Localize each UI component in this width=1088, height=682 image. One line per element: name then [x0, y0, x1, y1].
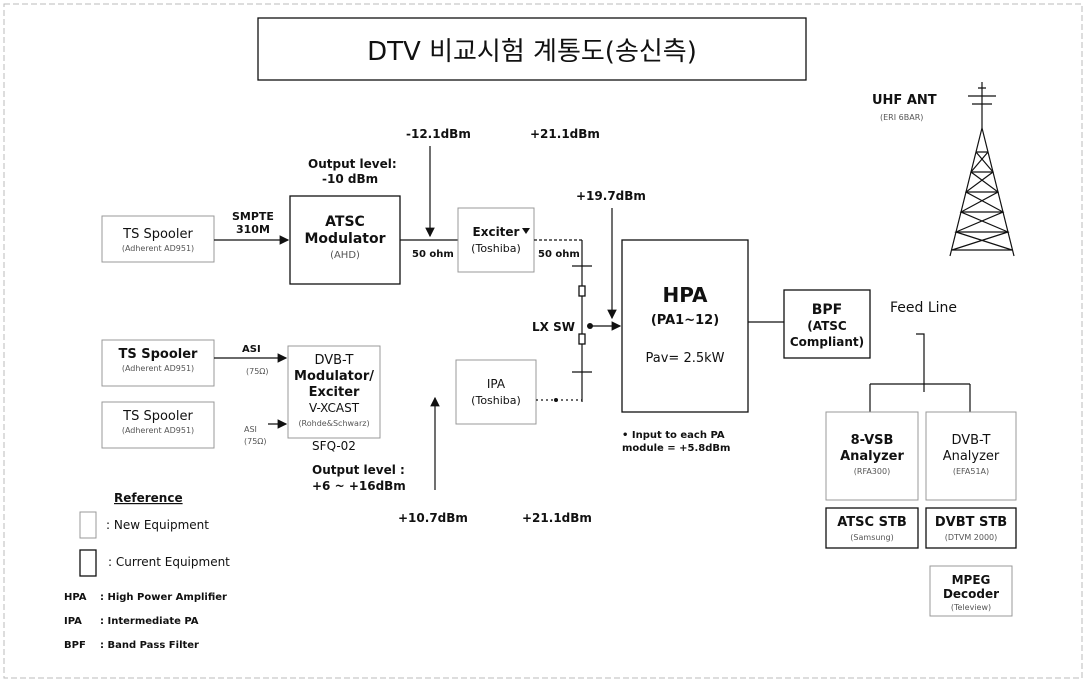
ts-spooler-1-label: TS Spooler: [122, 227, 193, 242]
mpeg-decoder-line1: MPEG: [952, 573, 991, 587]
ohm-1-label: 50 ohm: [412, 249, 454, 260]
ts-spooler-1-sub: (Adherent AD951): [122, 244, 194, 253]
atsc-mod-line2: Modulator: [305, 231, 386, 247]
ts-spooler-3-sub: (Adherent AD951): [122, 426, 194, 435]
switch-contact-top-icon: [578, 285, 586, 297]
feed-line-drop: [916, 333, 925, 384]
ts-spooler-1-box: [101, 215, 215, 263]
dvbt-analyzer-line1: DVB-T: [951, 433, 990, 448]
hpa-power: Pav= 2.5kW: [646, 351, 725, 366]
feed-line-label: Feed Line: [890, 300, 957, 316]
uhf-ant-label: UHF ANT: [872, 93, 937, 108]
dvbt-stb-sub: (DTVM 2000): [945, 533, 998, 542]
dvbt-mod-line3: Exciter: [309, 385, 360, 400]
bpf-line2: (ATSC: [807, 319, 847, 333]
ts-spooler-2-label: TS Spooler: [119, 347, 199, 362]
lx-sw-label: LX SW: [532, 320, 575, 334]
atsc-stb-label: ATSC STB: [837, 515, 907, 530]
level-p10-label: +10.7dBm: [398, 511, 468, 525]
dvbt-analyzer-line2: Analyzer: [943, 449, 1000, 464]
smpte-label: SMPTE: [232, 210, 274, 223]
atsc-stb-sub: (Samsung): [850, 533, 893, 542]
page-frame: [3, 3, 1083, 679]
bpf-line3: Compliant): [790, 335, 864, 349]
legend-new-swatch: [79, 511, 97, 539]
marker-triangle-icon: [522, 228, 530, 234]
dvbt-stb-label: DVBT STB: [935, 515, 1007, 530]
abbr-hpa-key: HPA: [64, 592, 87, 603]
bpf-box: [783, 289, 871, 359]
dvbt-mod-sub: (Rohde&Schwarz): [298, 419, 369, 428]
out-level-2-val: +6 ~ +16dBm: [312, 479, 406, 493]
antenna-tower-icon: [949, 82, 1015, 257]
dvbt-mod-line4: V-XCAST: [309, 401, 360, 415]
vsb-analyzer-line2: Analyzer: [840, 449, 904, 464]
hpa-range: (PA1~12): [651, 313, 719, 328]
level-p21-bot-label: +21.1dBm: [522, 511, 592, 525]
asi-1-sub: (75Ω): [246, 367, 269, 376]
hpa-box: [621, 239, 749, 413]
vsb-analyzer-sub: (RFA300): [854, 467, 890, 476]
mpeg-decoder-box: [929, 565, 1013, 617]
legend-title: Reference: [114, 491, 183, 505]
asi-1-label: ASI: [242, 344, 261, 355]
feed-line-split: [869, 383, 971, 412]
uhf-ant-sub: (ERI 6BAR): [880, 113, 923, 122]
legend-new-label: : New Equipment: [106, 518, 209, 532]
level-m12-label: -12.1dBm: [406, 127, 471, 141]
level-p19-label: +19.7dBm: [576, 189, 646, 203]
out-level-1-val: -10 dBm: [322, 172, 378, 186]
mpeg-decoder-sub: (Teleview): [951, 603, 991, 612]
dvbt-modulator-box: [287, 345, 381, 439]
level-p21-top-label: +21.1dBm: [530, 127, 600, 141]
exciter-label: Exciter: [473, 225, 520, 239]
exciter-box: [457, 207, 535, 273]
ipa-sub: (Toshiba): [471, 394, 521, 407]
dvbt-analyzer-box: [925, 411, 1017, 501]
exciter-sub: (Toshiba): [471, 242, 521, 255]
asi-2-label: ASI: [244, 425, 257, 434]
legend-current-swatch: [79, 549, 97, 577]
mpeg-decoder-line2: Decoder: [943, 587, 999, 601]
dvbt-analyzer-sub: (EFA51A): [953, 467, 989, 476]
abbr-bpf-desc: : Band Pass Filter: [100, 640, 199, 651]
ts-spooler-3-label: TS Spooler: [122, 409, 193, 424]
bpf-line1: BPF: [812, 302, 843, 318]
vsb-analyzer-line1: 8-VSB: [851, 433, 894, 448]
diagram-title: DTV 비교시험 계통도(송신측): [367, 37, 697, 67]
atsc-mod-sub: (AHD): [330, 250, 360, 261]
asi-2-sub: (75Ω): [244, 437, 267, 446]
out-level-1-label: Output level:: [308, 157, 397, 171]
dvbt-mod-line1: DVB-T: [314, 353, 353, 368]
abbr-ipa-key: IPA: [64, 616, 82, 627]
pa-note-1: • Input to each PA: [622, 430, 725, 441]
ohm-2-label: 50 ohm: [538, 249, 580, 260]
title-box: [257, 17, 807, 81]
atsc-stb-box: [825, 507, 919, 549]
ts-spooler-2-box: [101, 339, 215, 387]
switch-node-icon: [587, 323, 593, 329]
abbr-hpa-desc: : High Power Amplifier: [100, 592, 227, 603]
ts-spooler-2-sub: (Adherent AD951): [122, 364, 194, 373]
atsc-mod-line1: ATSC: [325, 214, 365, 230]
hpa-label: HPA: [662, 283, 708, 307]
abbr-ipa-desc: : Intermediate PA: [100, 616, 199, 627]
ts-spooler-3-box: [101, 401, 215, 449]
switch-contact-bottom-icon: [578, 333, 586, 345]
dvbt-mod-line2: Modulator/: [294, 369, 374, 384]
smpte-sub: 310M: [236, 223, 270, 236]
vsb-analyzer-box: [825, 411, 919, 501]
ipa-label: IPA: [487, 377, 506, 391]
abbr-bpf-key: BPF: [64, 640, 86, 651]
ipa-box: [455, 359, 537, 425]
dvbt-stb-box: [925, 507, 1017, 549]
dvbt-mod-model: SFQ-02: [312, 439, 356, 453]
out-level-2-label: Output level :: [312, 463, 405, 477]
pa-note-2: module = +5.8dBm: [622, 443, 730, 454]
legend-current-label: : Current Equipment: [108, 555, 230, 569]
